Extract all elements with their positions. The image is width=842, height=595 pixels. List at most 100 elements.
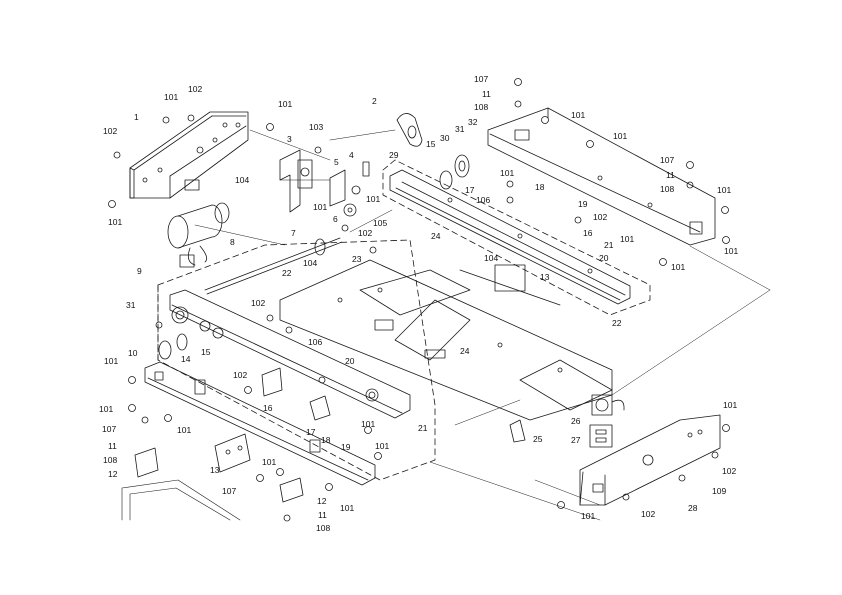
callout-102: 102 (103, 126, 118, 136)
callout-107: 107 (102, 424, 117, 434)
screws (108, 78, 730, 522)
callout-19: 19 (341, 442, 351, 452)
callout-109: 109 (712, 486, 727, 496)
callout-101: 101 (620, 234, 635, 244)
callout-101: 101 (723, 400, 738, 410)
callout-104: 104 (484, 253, 499, 263)
callout-106: 106 (476, 195, 491, 205)
callout-106: 106 (308, 337, 323, 347)
callout-21: 21 (604, 240, 614, 250)
callout-101: 101 (717, 185, 732, 195)
part-7-shaft (204, 237, 343, 295)
callout-11: 11 (108, 441, 117, 451)
leader-lines (194, 129, 771, 521)
callout-23: 23 (352, 254, 362, 264)
machine-frame-outline (121, 479, 241, 521)
callout-25: 25 (533, 434, 543, 444)
parts-14-15-pulleys (158, 333, 188, 360)
callout-101: 101 (671, 262, 686, 272)
callout-101: 101 (366, 194, 381, 204)
callout-102: 102 (358, 228, 373, 238)
callout-107: 107 (474, 74, 489, 84)
callout-101: 101 (340, 503, 355, 513)
callout-101: 101 (108, 217, 123, 227)
callout-102: 102 (722, 466, 737, 476)
callout-11: 11 (318, 510, 327, 520)
callout-20: 20 (599, 253, 609, 263)
callout-103: 103 (309, 122, 324, 132)
callout-19: 19 (578, 199, 588, 209)
part-32-frame (487, 107, 716, 246)
callout-11: 11 (482, 89, 491, 99)
callout-4: 4 (349, 150, 354, 160)
callout-101: 101 (581, 511, 596, 521)
callout-15: 15 (426, 139, 436, 149)
callout-5: 5 (334, 157, 339, 167)
callout-15: 15 (201, 347, 211, 357)
callout-1: 1 (134, 112, 139, 122)
callout-13: 13 (540, 272, 550, 282)
callout-108: 108 (316, 523, 331, 533)
callout-22: 22 (612, 318, 622, 328)
callout-102: 102 (188, 84, 203, 94)
callout-18: 18 (321, 435, 331, 445)
callout-101: 101 (177, 425, 192, 435)
part-9-rail (169, 289, 411, 419)
callout-17: 17 (465, 185, 475, 195)
callout-101: 101 (500, 168, 515, 178)
callout-13: 13 (210, 465, 220, 475)
callout-10: 10 (128, 348, 138, 358)
callout-16: 16 (583, 228, 593, 238)
callout-16: 16 (263, 403, 273, 413)
callout-102: 102 (233, 370, 248, 380)
parts-4-5-6 (329, 161, 370, 217)
callout-101: 101 (278, 99, 293, 109)
callout-12: 12 (108, 469, 118, 479)
callout-101: 101 (724, 246, 739, 256)
callout-3: 3 (287, 134, 292, 144)
callout-7: 7 (291, 228, 296, 238)
callout-101: 101 (262, 457, 277, 467)
callout-107: 107 (222, 486, 237, 496)
callout-105: 105 (373, 218, 388, 228)
parts-30-15-pulleys (439, 154, 470, 190)
callout-9: 9 (137, 266, 142, 276)
callout-29: 29 (389, 150, 399, 160)
part-28-frame (579, 414, 721, 506)
callout-108: 108 (474, 102, 489, 112)
callout-6: 6 (333, 214, 338, 224)
callout-28: 28 (688, 503, 698, 513)
callout-24: 24 (431, 231, 441, 241)
callout-22: 22 (282, 268, 292, 278)
callout-14: 14 (181, 354, 191, 364)
callout-101: 101 (164, 92, 179, 102)
callout-17: 17 (306, 427, 316, 437)
part-10-rail (144, 361, 376, 486)
callout-108: 108 (660, 184, 675, 194)
callout-2: 2 (372, 96, 377, 106)
callout-101: 101 (99, 404, 114, 414)
callout-32: 32 (468, 117, 478, 127)
callout-24: 24 (460, 346, 470, 356)
callout-101: 101 (104, 356, 119, 366)
callout-101: 101 (375, 441, 390, 451)
callout-27: 27 (571, 435, 581, 445)
part-25 (509, 419, 526, 443)
callout-102: 102 (251, 298, 266, 308)
callout-108: 108 (103, 455, 118, 465)
lower-brackets (214, 367, 331, 503)
callout-11: 11 (666, 170, 675, 180)
callout-102: 102 (641, 509, 656, 519)
callout-107: 107 (660, 155, 675, 165)
callout-101: 101 (361, 419, 376, 429)
part-2-belt (396, 113, 423, 147)
part-29-rail (389, 169, 631, 305)
part-1-bracket (129, 111, 249, 199)
callout-12: 12 (317, 496, 327, 506)
callout-18: 18 (535, 182, 545, 192)
callout-104: 104 (235, 175, 250, 185)
callout-104: 104 (303, 258, 318, 268)
callout-8: 8 (230, 237, 235, 247)
